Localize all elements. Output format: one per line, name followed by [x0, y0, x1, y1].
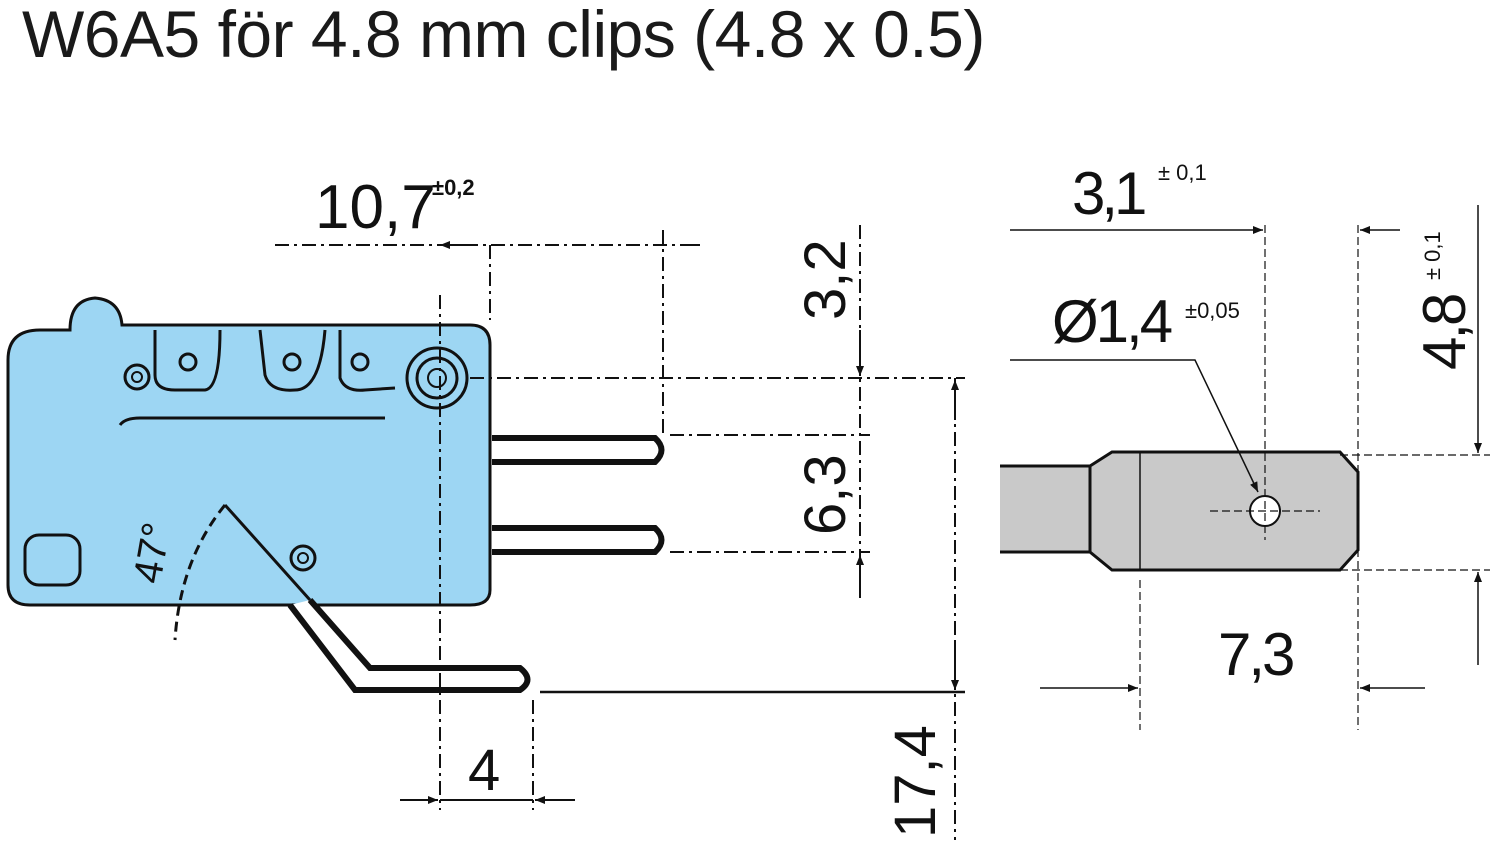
width-dimension: 10,7: [315, 173, 436, 242]
terminal-width-dimension: 4,8: [1411, 295, 1478, 370]
pitch-dimension: 6,3: [793, 454, 858, 535]
page-title: W6A5 för 4.8 mm clips (4.8 x 0.5): [22, 0, 985, 71]
microswitch: 47°: [6, 296, 665, 693]
offset-dimension: 4: [468, 738, 500, 803]
switch-dimensions: 10,7 ±0,2 3,2 6,3 17,4 4: [275, 173, 965, 840]
terminal-detail: 3,1 ± 0,1 Ø1,4 ±0,05 4,8 ± 0,1 7,3: [1000, 160, 1490, 730]
top-dimension: 3,2: [793, 239, 858, 320]
terminal-length-dimension: 7,3: [1218, 621, 1293, 688]
width-tolerance: ±0,2: [432, 175, 475, 200]
hole-diameter-dimension: Ø1,4: [1052, 288, 1172, 355]
angle-label: 47°: [126, 519, 180, 586]
terminal-width-tolerance: ± 0,1: [1420, 231, 1445, 280]
hole-diameter-tolerance: ±0,05: [1185, 298, 1240, 323]
hole-position-tolerance: ± 0,1: [1158, 160, 1207, 185]
hole-position-dimension: 3,1: [1072, 160, 1145, 227]
height-dimension: 17,4: [883, 725, 948, 838]
